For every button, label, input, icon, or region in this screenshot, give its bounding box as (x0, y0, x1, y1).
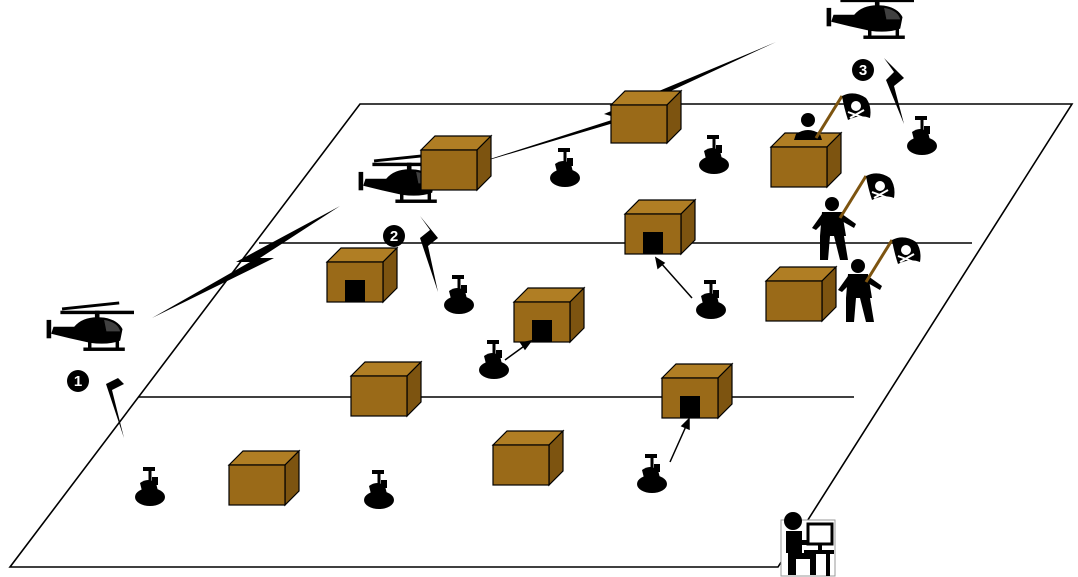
building-icon (491, 429, 565, 487)
helicopter-icon (46, 301, 134, 351)
building-door (643, 232, 663, 254)
building-icon (764, 265, 838, 323)
building-icon (419, 134, 493, 192)
helicopter-icon (826, 0, 914, 39)
downlink-1 (106, 368, 124, 438)
downlink-2 (420, 216, 438, 292)
marker-2: 2 (383, 225, 405, 247)
marker-3: 3 (852, 59, 874, 81)
buildings (227, 89, 843, 507)
marker-1: 1 (67, 370, 89, 392)
building-with-door-icon (623, 198, 697, 256)
building-with-door-icon (512, 286, 586, 344)
operator-workstation-icon (780, 512, 836, 577)
svg-text:3: 3 (859, 62, 867, 79)
comm-link-1-2 (152, 206, 340, 318)
building-door (532, 320, 552, 342)
robot-movement-arrows (504, 256, 693, 463)
svg-text:2: 2 (390, 228, 398, 245)
building-with-door-icon (325, 246, 399, 304)
building-icon (609, 89, 683, 145)
building-icon (349, 360, 423, 418)
building-icon (227, 449, 301, 507)
downlink-3 (884, 58, 904, 124)
pirate-flag-person-icon (794, 91, 872, 140)
building-icon (769, 131, 843, 189)
building-door (680, 396, 700, 418)
svg-text:1: 1 (74, 373, 82, 390)
comm-links (106, 42, 904, 438)
building-door (345, 280, 365, 302)
building-with-door-icon (660, 362, 734, 420)
